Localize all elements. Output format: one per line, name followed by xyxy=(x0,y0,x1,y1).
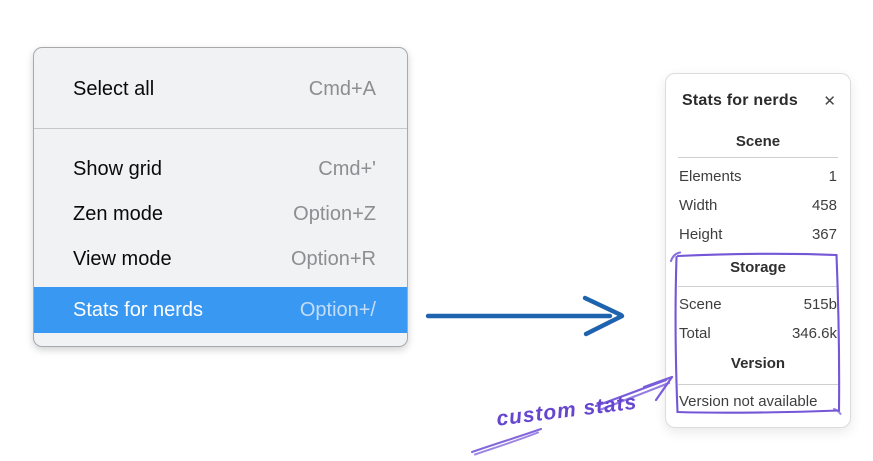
menu-divider xyxy=(34,128,407,129)
stat-row-height: Height 367 xyxy=(678,220,838,249)
section-header-scene: Scene xyxy=(735,133,781,150)
custom-stats-annotation: custom stats xyxy=(495,390,639,431)
section-divider xyxy=(678,157,838,158)
panel-title: Stats for nerds xyxy=(682,92,798,109)
stat-value: 346.6k xyxy=(791,325,837,342)
context-menu: Select all Cmd+A Show grid Cmd+' Zen mod… xyxy=(33,47,408,347)
stat-row-total-size: Total 346.6k xyxy=(678,319,838,348)
stat-value: 1 xyxy=(828,168,837,185)
menu-item-shortcut: Option+R xyxy=(290,248,376,270)
flow-arrow xyxy=(425,295,625,337)
stats-panel: Stats for nerds ✕ Scene Elements 1 Width… xyxy=(665,73,851,428)
stat-label: Elements xyxy=(679,168,742,185)
menu-item-shortcut: Option+/ xyxy=(299,298,376,321)
stat-label: Width xyxy=(679,197,718,214)
section-rows-scene: Elements 1 Width 458 Height 367 xyxy=(678,162,838,249)
close-icon[interactable]: ✕ xyxy=(823,92,836,110)
menu-item-stats-for-nerds[interactable]: Stats for nerds Option+/ xyxy=(34,287,407,333)
menu-item-shortcut: Cmd+A xyxy=(308,77,376,100)
section-divider xyxy=(678,286,838,287)
menu-item-label: Select all xyxy=(73,77,155,100)
stat-row-elements: Elements 1 xyxy=(678,162,838,191)
menu-item-zen-mode[interactable]: Zen mode Option+Z xyxy=(34,192,407,237)
menu-item-show-grid[interactable]: Show grid Cmd+' xyxy=(34,147,407,192)
stat-value: 515b xyxy=(803,296,837,313)
stat-value: 458 xyxy=(811,197,837,214)
menu-item-label: Stats for nerds xyxy=(73,298,204,321)
section-divider xyxy=(678,384,838,385)
section-rows-storage: Scene 515b Total 346.6k xyxy=(678,290,838,348)
stat-row-width: Width 458 xyxy=(678,191,838,220)
section-header-version: Version xyxy=(730,355,786,372)
version-note: Version not available xyxy=(679,393,818,410)
menu-item-label: Zen mode xyxy=(73,203,164,225)
menu-item-view-mode[interactable]: View mode Option+R xyxy=(34,237,407,282)
section-header-storage: Storage xyxy=(730,259,786,276)
stat-label: Total xyxy=(679,325,711,342)
stat-value: 367 xyxy=(811,226,837,243)
stat-label: Scene xyxy=(679,296,722,313)
menu-group: Show grid Cmd+' Zen mode Option+Z View m… xyxy=(34,147,407,333)
menu-item-shortcut: Option+Z xyxy=(293,203,376,225)
menu-item-shortcut: Cmd+' xyxy=(318,158,376,180)
menu-item-select-all[interactable]: Select all Cmd+A xyxy=(34,66,407,112)
stat-row-scene-size: Scene 515b xyxy=(678,290,838,319)
stat-label: Height xyxy=(679,226,723,243)
annotation-flourish xyxy=(471,428,542,456)
menu-item-label: View mode xyxy=(73,248,172,270)
stats-panel-header: Stats for nerds ✕ xyxy=(678,86,838,116)
menu-item-label: Show grid xyxy=(73,158,162,180)
